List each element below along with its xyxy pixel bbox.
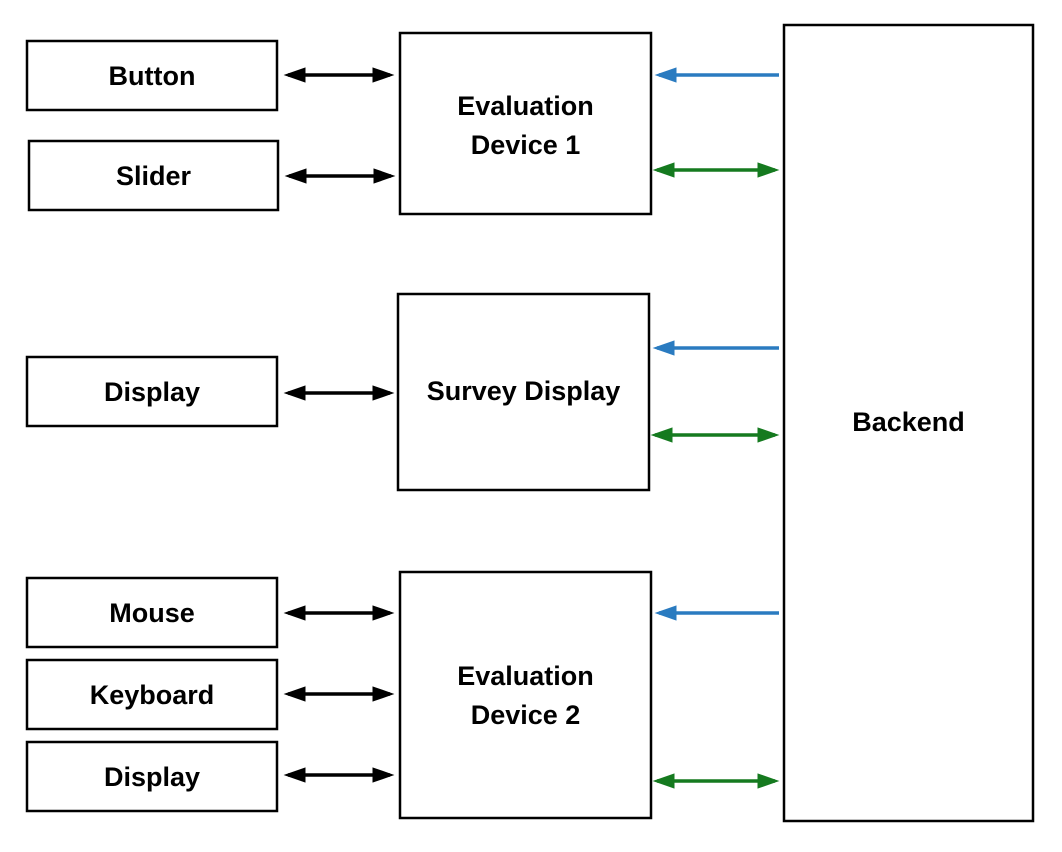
peripheral-display-2-label: Display [104,762,200,792]
peripheral-keyboard-box [25,658,279,731]
peripheral-slider-node: Slider [27,139,280,212]
peripheral-button-box [25,39,279,112]
peripheral-keyboard-label: Keyboard [90,680,215,710]
survey-display-label: Survey Display [427,376,621,406]
peripheral-survey-display-label: Display [104,377,200,407]
peripheral-slider-label: Slider [116,161,192,191]
peripheral-display-2-node: Display [25,740,279,813]
peripheral-slider-box [27,139,280,212]
evaluation-device-2-box [398,570,653,820]
backend-box [782,23,1035,823]
peripheral-keyboard-node: Keyboard [25,658,279,731]
backend-node: Backend [782,23,1035,823]
peripheral-mouse-label: Mouse [109,598,195,628]
evaluation-device-1-node: Evaluation Device 1 [398,31,653,216]
evaluation-device-1-box [398,31,653,216]
evaluation-device-2-label-line2: Device 2 [471,700,581,730]
backend-label: Backend [852,407,965,437]
evaluation-device-2-node: Evaluation Device 2 [398,570,653,820]
peripheral-button-label: Button [109,61,196,91]
peripheral-button-node: Button [25,39,279,112]
peripheral-mouse-node: Mouse [25,576,279,649]
survey-display-node: Survey Display [396,292,651,492]
peripheral-mouse-box [25,576,279,649]
evaluation-device-1-label-line1: Evaluation [457,91,594,121]
survey-display-box [396,292,651,492]
peripheral-survey-display-box [25,355,279,428]
peripheral-survey-display-node: Display [25,355,279,428]
evaluation-device-1-label-line2: Device 1 [471,130,581,160]
evaluation-device-2-label-line1: Evaluation [457,661,594,691]
peripheral-display-2-box [25,740,279,813]
